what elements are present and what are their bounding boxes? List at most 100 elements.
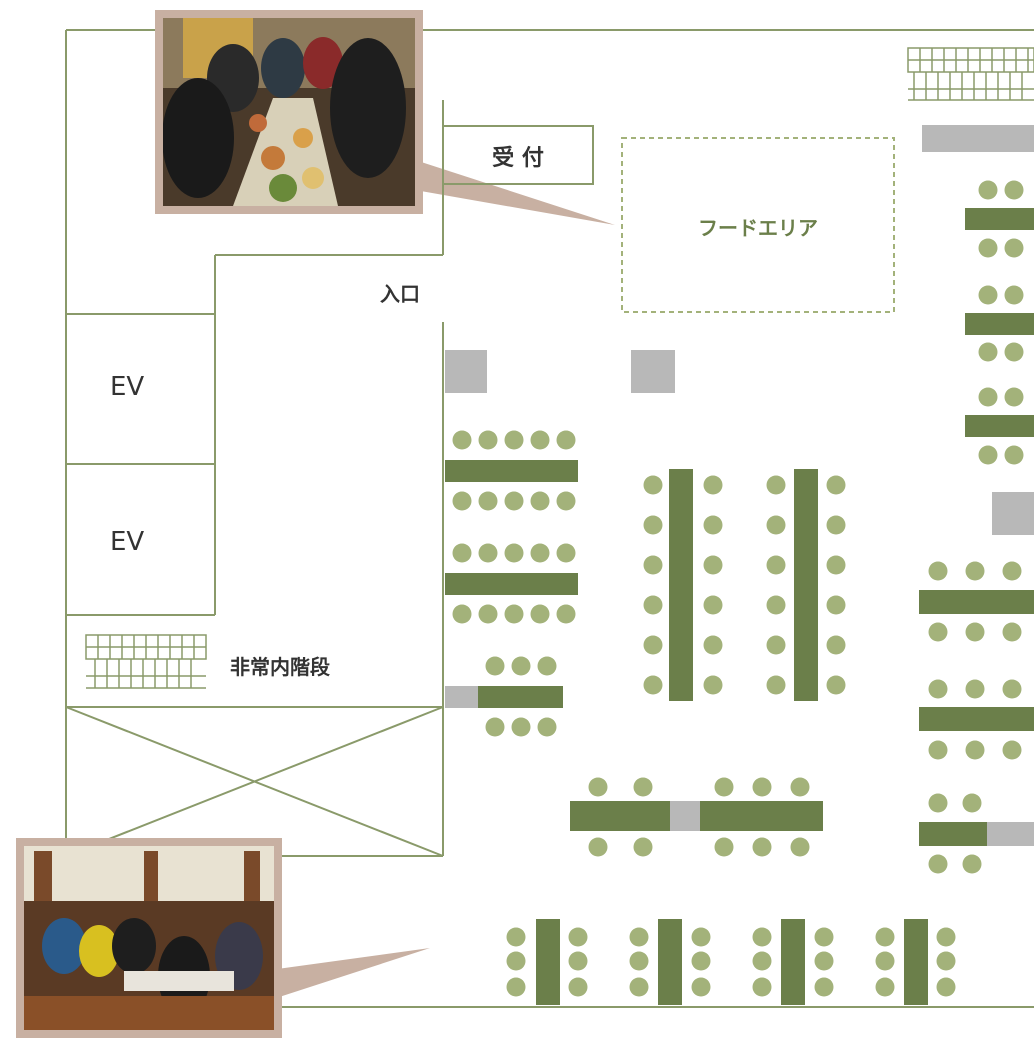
seat [826, 475, 846, 495]
seats [452, 180, 1024, 997]
seat [588, 837, 608, 857]
table [669, 469, 693, 701]
seat [633, 837, 653, 857]
buffet-photo [155, 10, 423, 214]
table [965, 208, 1034, 230]
seat [1004, 342, 1024, 362]
dining-callout [270, 948, 430, 1000]
seat [814, 977, 834, 997]
seat [568, 977, 588, 997]
seat [766, 675, 786, 695]
tables [445, 208, 1034, 1005]
seat [790, 777, 810, 797]
seat [978, 387, 998, 407]
seat [714, 837, 734, 857]
table [478, 686, 563, 708]
seat [691, 951, 711, 971]
seat [936, 951, 956, 971]
table [965, 415, 1034, 437]
seat [928, 740, 948, 760]
seat [752, 951, 772, 971]
seat [826, 595, 846, 615]
seat [826, 675, 846, 695]
stairs-icon [907, 47, 1034, 101]
seat [629, 977, 649, 997]
seat [752, 977, 772, 997]
seat [506, 951, 526, 971]
seat [530, 430, 550, 450]
seat [691, 927, 711, 947]
seat [978, 342, 998, 362]
seat [452, 491, 472, 511]
seat [478, 604, 498, 624]
seat [703, 595, 723, 615]
seat [556, 430, 576, 450]
seat [556, 491, 576, 511]
seat [504, 430, 524, 450]
seat [814, 927, 834, 947]
emergency-stairs-label: 非常内階段 [230, 655, 330, 679]
seat [506, 977, 526, 997]
seat [978, 180, 998, 200]
seat [643, 555, 663, 575]
seat [752, 927, 772, 947]
seat [506, 927, 526, 947]
seat [962, 854, 982, 874]
seat [1004, 180, 1024, 200]
seat [478, 543, 498, 563]
seat [537, 656, 557, 676]
seat [928, 561, 948, 581]
seat [1002, 622, 1022, 642]
table [904, 919, 928, 1005]
seat [485, 717, 505, 737]
seat [978, 445, 998, 465]
seat [568, 927, 588, 947]
seat [928, 854, 948, 874]
seat [790, 837, 810, 857]
seat [965, 740, 985, 760]
dining-photo [16, 838, 282, 1038]
seat [588, 777, 608, 797]
seat [530, 491, 550, 511]
seat [452, 543, 472, 563]
seat [714, 777, 734, 797]
table [570, 801, 670, 831]
seat [485, 656, 505, 676]
seat [452, 604, 472, 624]
elevator-label: EV [110, 372, 145, 402]
seat [478, 491, 498, 511]
seat [962, 793, 982, 813]
seat [1004, 387, 1024, 407]
seat [766, 475, 786, 495]
seat [1002, 679, 1022, 699]
seat [568, 951, 588, 971]
seat [556, 604, 576, 624]
seat [875, 977, 895, 997]
seat [530, 604, 550, 624]
seat [978, 238, 998, 258]
seat [504, 543, 524, 563]
seat [629, 927, 649, 947]
table [781, 919, 805, 1005]
seat [766, 555, 786, 575]
entrance-label: 入口 [380, 282, 420, 306]
seat [629, 951, 649, 971]
seat [643, 475, 663, 495]
elevator-label: EV [110, 527, 145, 557]
seat [936, 927, 956, 947]
seat [965, 622, 985, 642]
table [794, 469, 818, 701]
seat [703, 675, 723, 695]
food-area-label: フードエリア [698, 216, 818, 240]
seat [703, 515, 723, 535]
reception-label: 受 付 [492, 146, 544, 171]
seat [928, 622, 948, 642]
seat [633, 777, 653, 797]
seat [936, 977, 956, 997]
table [536, 919, 560, 1005]
seat [1004, 445, 1024, 465]
seat [965, 561, 985, 581]
reception-box [442, 125, 594, 185]
food-area-box [621, 137, 895, 313]
